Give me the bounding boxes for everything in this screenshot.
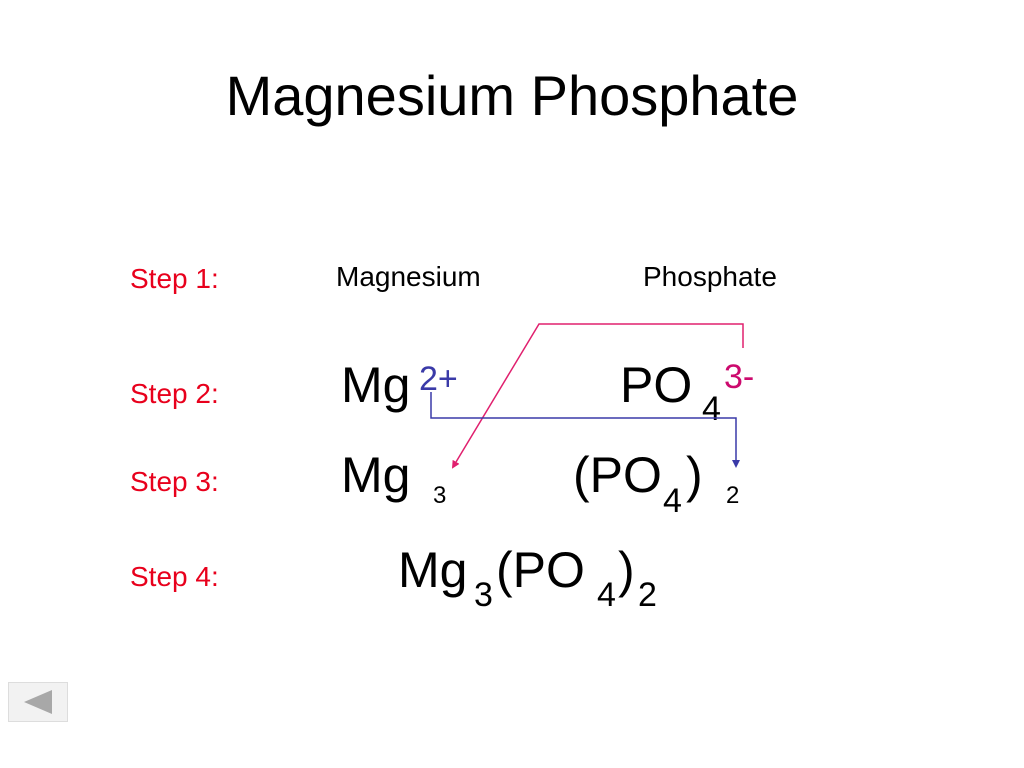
anion-group-open: (PO: [573, 447, 662, 503]
anion-name: Phosphate: [643, 261, 777, 292]
step-2-label: Step 2:: [130, 378, 219, 409]
step-3-label: Step 3:: [130, 466, 219, 497]
anion-group-close: ): [686, 447, 703, 503]
anion-count: 2: [726, 482, 740, 509]
formula-po-open: (PO: [496, 542, 585, 598]
cation-charge: 2+: [419, 360, 458, 398]
step-1-label: Step 1:: [130, 263, 219, 294]
slide-title: Magnesium Phosphate: [225, 64, 799, 127]
anion-to-cation-arrow: [451, 323, 744, 469]
cation-count: 3: [433, 482, 447, 509]
anion-symbol: PO: [620, 357, 693, 413]
formula-close-paren: ): [618, 542, 635, 598]
anion-group-subscript: 4: [663, 482, 682, 520]
cation-name: Magnesium: [336, 261, 481, 292]
cation-to-anion-arrow: [430, 392, 740, 468]
back-button[interactable]: [8, 682, 68, 722]
formula-mg: Mg: [398, 542, 468, 598]
formula-group-subscript: 2: [638, 576, 657, 614]
anion-charge: 3-: [724, 358, 755, 396]
step-4-label: Step 4:: [130, 561, 219, 592]
triangle-left-icon: [24, 690, 52, 714]
formula-po-subscript: 4: [597, 576, 616, 614]
cation-symbol: Mg: [341, 357, 411, 413]
cation-symbol-crossed: Mg: [341, 447, 411, 503]
formula-mg-subscript: 3: [474, 576, 493, 614]
